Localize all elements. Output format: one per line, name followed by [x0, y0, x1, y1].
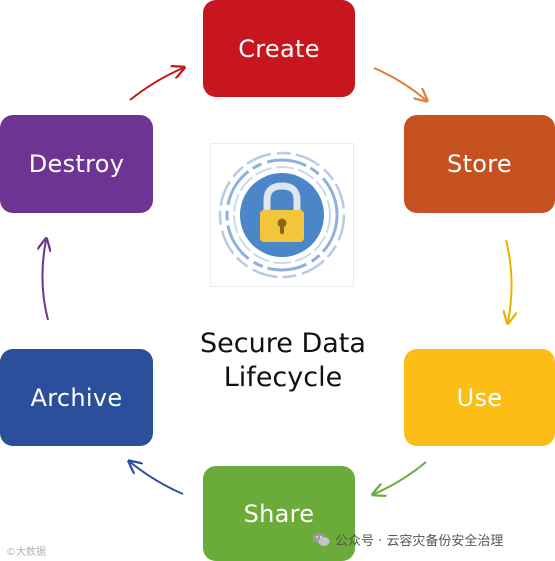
- stage-use: Use: [404, 349, 555, 446]
- arrow-archive-to-destroy: [42, 240, 48, 321]
- lock-icon: [218, 151, 346, 279]
- stage-store-label: Store: [447, 150, 512, 178]
- arrow-create-to-store: [373, 67, 426, 100]
- stage-use-label: Use: [456, 383, 503, 412]
- diagram-title-line2: Lifecycle: [223, 362, 343, 393]
- arrow-destroy-to-create: [129, 68, 183, 101]
- diagram-title: Secure Data Lifecycle: [190, 327, 376, 395]
- stage-archive: Archive: [0, 349, 153, 446]
- diagram-title-line1: Secure Data: [200, 328, 366, 359]
- wechat-icon: [312, 532, 330, 546]
- watermark-right-text: 公众号 · 云容灾备份安全治理: [335, 534, 504, 549]
- stage-store: Store: [404, 115, 555, 213]
- stage-create: Create: [203, 0, 355, 97]
- watermark-left: ©大数据: [6, 547, 46, 558]
- arrow-store-to-use: [506, 239, 512, 322]
- stage-share-label: Share: [243, 499, 315, 528]
- arrow-use-to-share: [374, 461, 427, 494]
- stage-destroy-label: Destroy: [28, 150, 125, 178]
- stage-destroy: Destroy: [0, 115, 153, 213]
- stage-share: Share: [203, 466, 355, 561]
- stage-create-label: Create: [238, 34, 320, 63]
- stage-archive-label: Archive: [30, 383, 123, 412]
- lock-card: [210, 143, 354, 287]
- arrow-share-to-archive: [130, 462, 184, 495]
- watermark-right: 公众号 · 云容灾备份安全治理: [312, 530, 503, 549]
